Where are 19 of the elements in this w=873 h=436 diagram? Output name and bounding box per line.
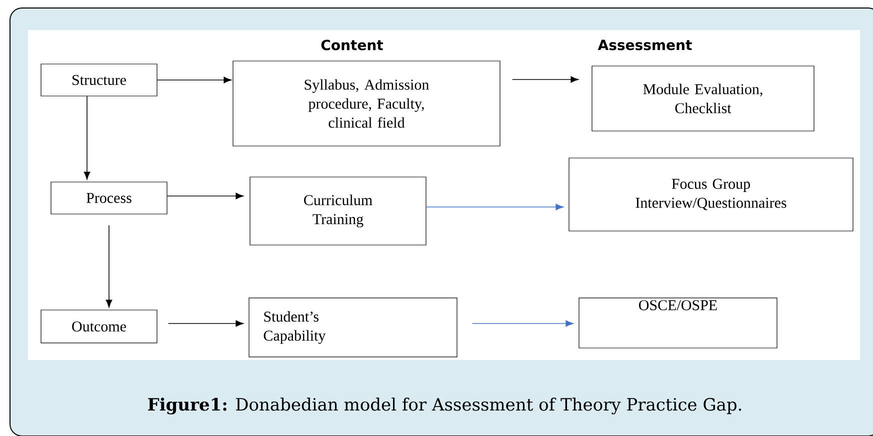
process-box: Student’s Capability: [248, 298, 458, 358]
process-box: Module Evaluation, Checklist: [592, 66, 814, 132]
process-box: Outcome: [40, 310, 158, 344]
process-box: Process: [50, 182, 168, 214]
arrow: [472, 320, 574, 327]
arrow: [512, 76, 578, 83]
process-box: Curriculum Training: [250, 176, 426, 246]
arrow: [84, 96, 90, 180]
process-box: Focus Group Interview/Questionnaires: [568, 158, 854, 232]
arrow: [156, 76, 232, 84]
figure-caption: Figure1: Donabedian model for Assessment of Theory Practice Gap.: [148, 398, 742, 414]
arrow: [426, 204, 564, 210]
arrow: [168, 320, 244, 327]
process-box: Structure: [40, 64, 158, 96]
process-box: OSCE/OSPE: [578, 298, 778, 348]
column-heading: Assessment: [598, 40, 692, 50]
arrow: [106, 224, 112, 308]
arrow: [166, 192, 244, 200]
process-box: Syllabus, Admission procedure, Faculty, clinical field: [232, 60, 500, 146]
